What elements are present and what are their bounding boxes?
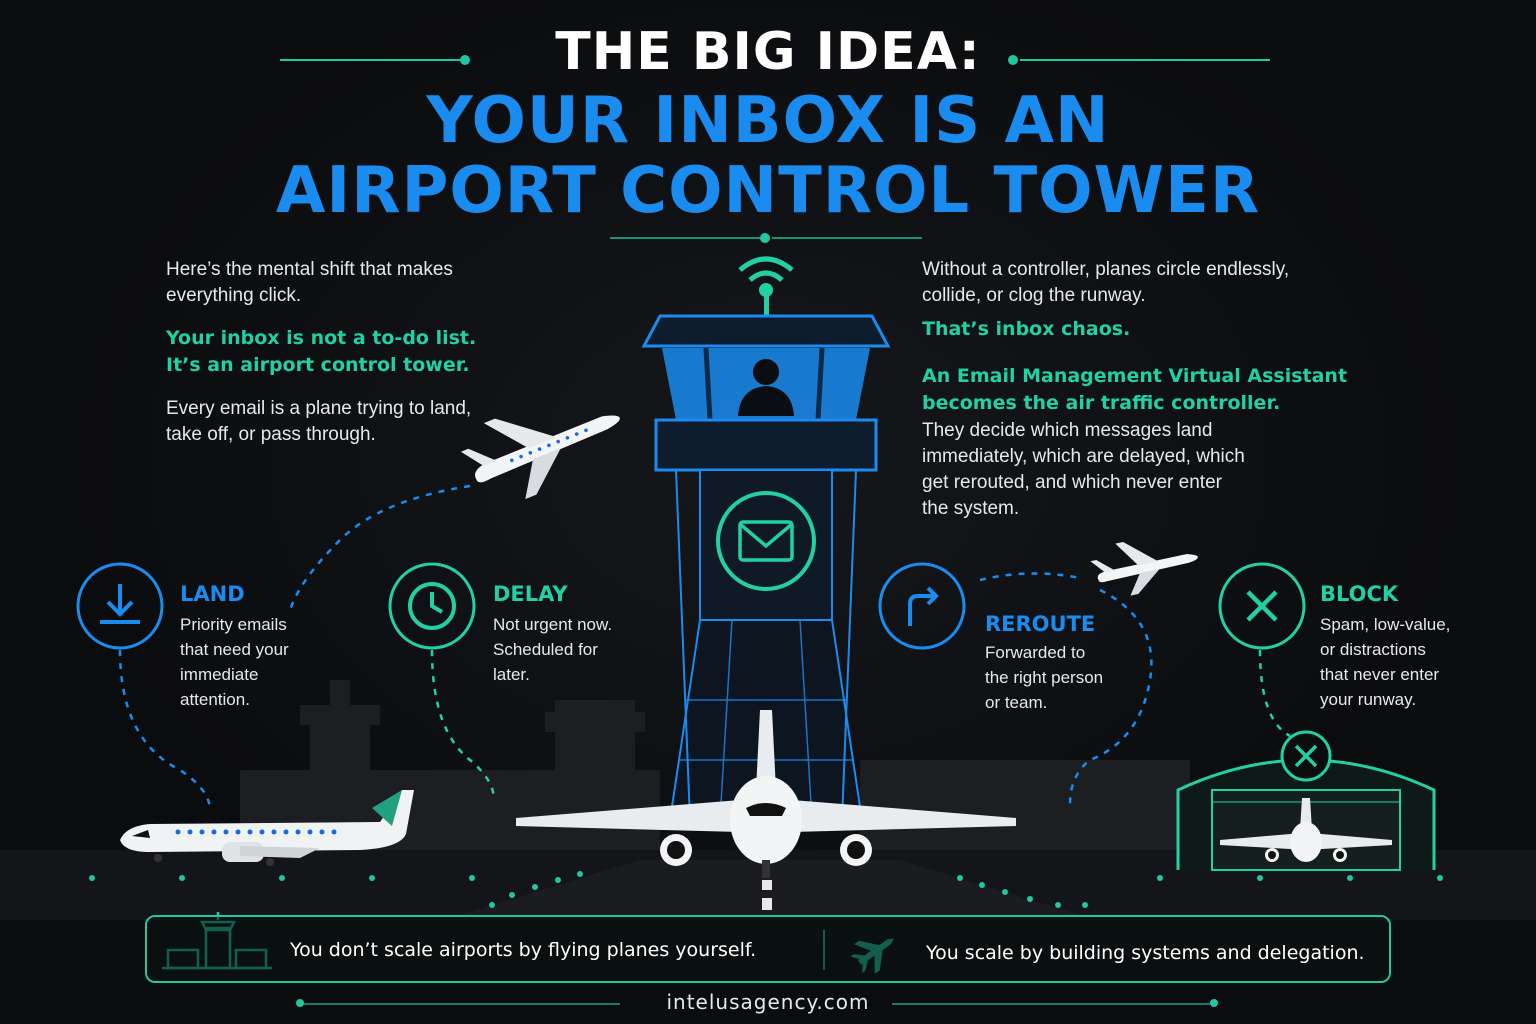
download-icon xyxy=(100,584,140,624)
category-delay-title: DELAY xyxy=(493,582,568,606)
front-airplane xyxy=(516,710,1016,878)
footer-right-text: You scale by building systems and delega… xyxy=(926,942,1365,964)
category-land-title: LAND xyxy=(180,582,245,606)
x-icon xyxy=(1246,590,1278,622)
category-icons xyxy=(76,562,1306,650)
category-block-title: BLOCK xyxy=(1320,582,1399,606)
left-intro: Here’s the mental shift that makes every… xyxy=(166,259,453,306)
header-line-left xyxy=(280,59,460,61)
hangar xyxy=(1176,730,1436,871)
category-block-desc: Spam, low-value, or distractions that ne… xyxy=(1320,615,1451,709)
runway-lights xyxy=(89,871,1443,908)
title-line-2b: AIRPORT CONTROL TOWER xyxy=(275,154,1261,228)
terminal-silhouette xyxy=(240,680,1190,850)
header-dot-left xyxy=(460,55,470,65)
website-dot-left xyxy=(296,999,304,1007)
title-line-2: YOUR INBOX IS AN AIRPORT CONTROL TOWER xyxy=(0,86,1536,226)
sub-line-right xyxy=(772,237,922,239)
category-delay-desc: Not urgent now. Scheduled for later. xyxy=(493,615,613,684)
clock-icon xyxy=(408,582,456,630)
header-line-right xyxy=(1020,59,1270,61)
website-line-right xyxy=(892,1003,1212,1005)
right-highlight: An Email Management Virtual Assistant be… xyxy=(922,365,1348,414)
hangar-airplane xyxy=(1220,798,1392,862)
flight-paths xyxy=(118,484,1291,811)
reroute-airplane xyxy=(1090,541,1198,596)
website-line-left xyxy=(300,1003,620,1005)
website-link[interactable]: intelusagency.com xyxy=(666,990,870,1014)
category-reroute-title: REROUTE xyxy=(985,612,1096,636)
flying-airplane xyxy=(460,415,620,500)
category-reroute-desc: Forwarded to the right person or team. xyxy=(985,643,1104,712)
footer-banner xyxy=(145,915,1391,983)
right-chaos: That’s inbox chaos. xyxy=(922,318,1131,340)
title-line-1: THE BIG IDEA: xyxy=(555,22,981,82)
envelope-icon xyxy=(738,520,794,562)
website-dot-right xyxy=(1210,999,1218,1007)
hangar-x-icon xyxy=(1294,744,1318,768)
footer-left-text: You don’t scale airports by flying plane… xyxy=(290,939,757,961)
header-dot-right xyxy=(1008,55,1018,65)
landed-airplane xyxy=(120,790,414,866)
right-intro: Without a controller, planes circle endl… xyxy=(922,259,1290,306)
sub-line-left xyxy=(610,237,760,239)
category-land-desc: Priority emails that need your immediate… xyxy=(180,615,289,709)
left-highlight: Your inbox is not a to-do list. It’s an … xyxy=(166,327,477,376)
right-body: They decide which messages land immediat… xyxy=(922,420,1245,519)
sub-dot xyxy=(760,233,770,243)
reroute-arrow-icon xyxy=(908,586,939,626)
title-line-2a: YOUR INBOX IS AN xyxy=(426,84,1110,158)
left-body: Every email is a plane trying to land, t… xyxy=(166,398,472,445)
